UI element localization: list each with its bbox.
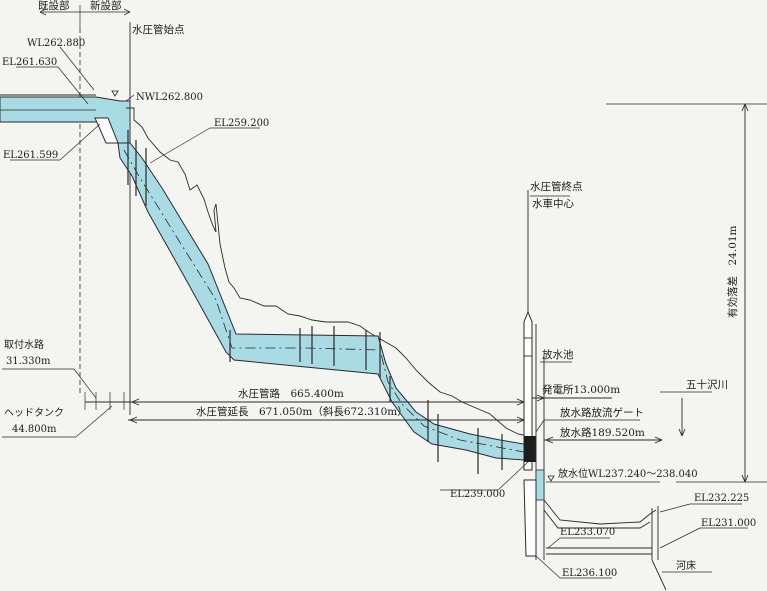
penstock-centerline [123, 149, 525, 453]
wl-top-label: WL262.880 [27, 38, 85, 49]
penstock-length-label: 水圧管路 665.400m [238, 387, 344, 400]
intake-channel-label: 取付水路 [4, 338, 44, 351]
turbine-center-label: 水車中心 [532, 197, 574, 210]
tailrace-length-label: 放水路189.520m [560, 426, 645, 439]
section-divider [39, 5, 131, 395]
powerhouse-length-label: 発電所13.000m [542, 383, 620, 396]
penstock-end-label: 水圧管終点 [530, 180, 583, 193]
el-231-000-label: EL231.000 [701, 518, 756, 529]
el-239-000-label: EL239.000 [450, 489, 505, 500]
tailrace-pond-label: 放水池 [542, 348, 574, 361]
effective-head-label: 有効落差 24.01m [726, 225, 739, 318]
el-259-200-label: EL259.200 [214, 118, 269, 129]
water-level-marker [111, 90, 119, 97]
el-261-599-label: EL261.599 [3, 150, 58, 161]
river-label: 五十沢川 [686, 378, 728, 391]
head-tank-label: ヘッドタンク [4, 407, 64, 419]
el-261-630-label: EL261.630 [2, 57, 57, 68]
intake-channel-length: 31.330m [6, 356, 51, 367]
head-tank-length: 44.800m [12, 424, 57, 435]
penstock-start-label: 水圧管始点 [132, 23, 185, 36]
nwl-label: NWL262.800 [136, 92, 203, 103]
penstock-supports [127, 130, 503, 474]
el-233-070-label: EL233.070 [560, 527, 615, 538]
tail-water-level-label: 放水位WL237.240～238.040 [558, 467, 698, 480]
riverbed-label: 河床 [676, 559, 696, 572]
el-236-100-label: EL236.100 [562, 568, 617, 579]
penstock-total-label: 水圧管延長 671.050m（斜長672.310m） [196, 405, 408, 418]
powerhouse-structure [523, 190, 545, 560]
tailrace-channel [543, 499, 667, 591]
new-section-label: 新設部 [90, 0, 122, 12]
dimension-lines [84, 392, 525, 424]
el-232-225-label: EL232.225 [694, 493, 749, 504]
existing-section-label: 既設部 [38, 0, 70, 12]
ground-profile-upper [126, 107, 529, 437]
tailrace-gate-label: 放水路放流ゲート [560, 406, 644, 419]
